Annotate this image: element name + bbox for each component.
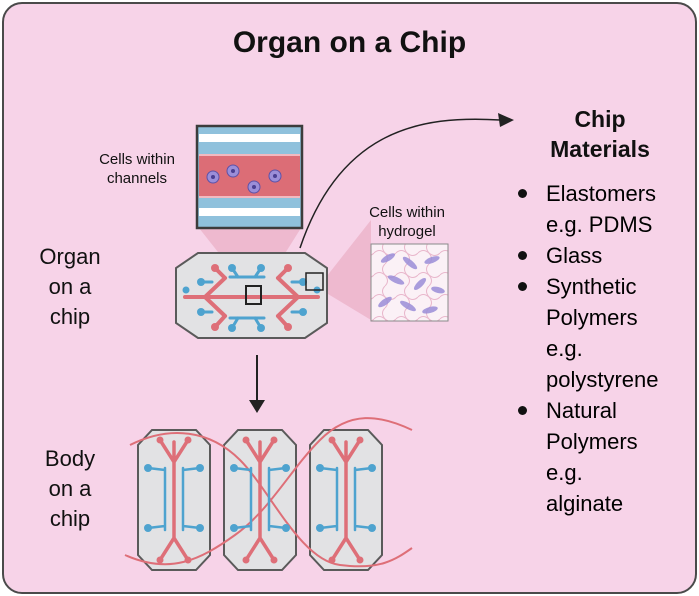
bullet-icon [518,251,527,260]
arrow-down-icon [249,355,265,413]
hydrogel-inset [370,243,449,322]
bullet-icon [518,406,527,415]
organ-chip [175,252,328,339]
label-body-on-a-chip: Body on a chip [44,446,96,531]
materials-item-glass: Glass [516,240,696,271]
label-cells-within-hydrogel: Cells within hydrogel [369,204,445,240]
materials-item-synthetic-polymers: Synthetic Polymers e.g. polystyrene [516,271,696,395]
materials-item-elastomers: Elastomers e.g. PDMS [516,178,696,240]
body-chip [124,417,413,571]
bullet-icon [518,282,527,291]
zoom-beam-hydrogel [323,220,371,320]
label-cells-within-channels: Cells within channels [99,151,175,187]
hydrogel-highlight-box [305,272,324,291]
channel-inset [195,124,304,230]
channel-highlight-box [245,285,262,305]
arrow-right-icon [299,113,514,249]
diagram-title: Organ on a Chip [232,26,467,59]
materials-title: Chip Materials [550,106,650,162]
cell-icon [206,164,282,194]
label-organ-on-a-chip: Organ on a chip [39,244,101,329]
materials-item-natural-polymers: Natural Polymers e.g. alginate [516,395,696,519]
materials-list: Elastomers e.g. PDMS Glass Synthetic Pol… [516,178,696,519]
bullet-icon [518,189,527,198]
